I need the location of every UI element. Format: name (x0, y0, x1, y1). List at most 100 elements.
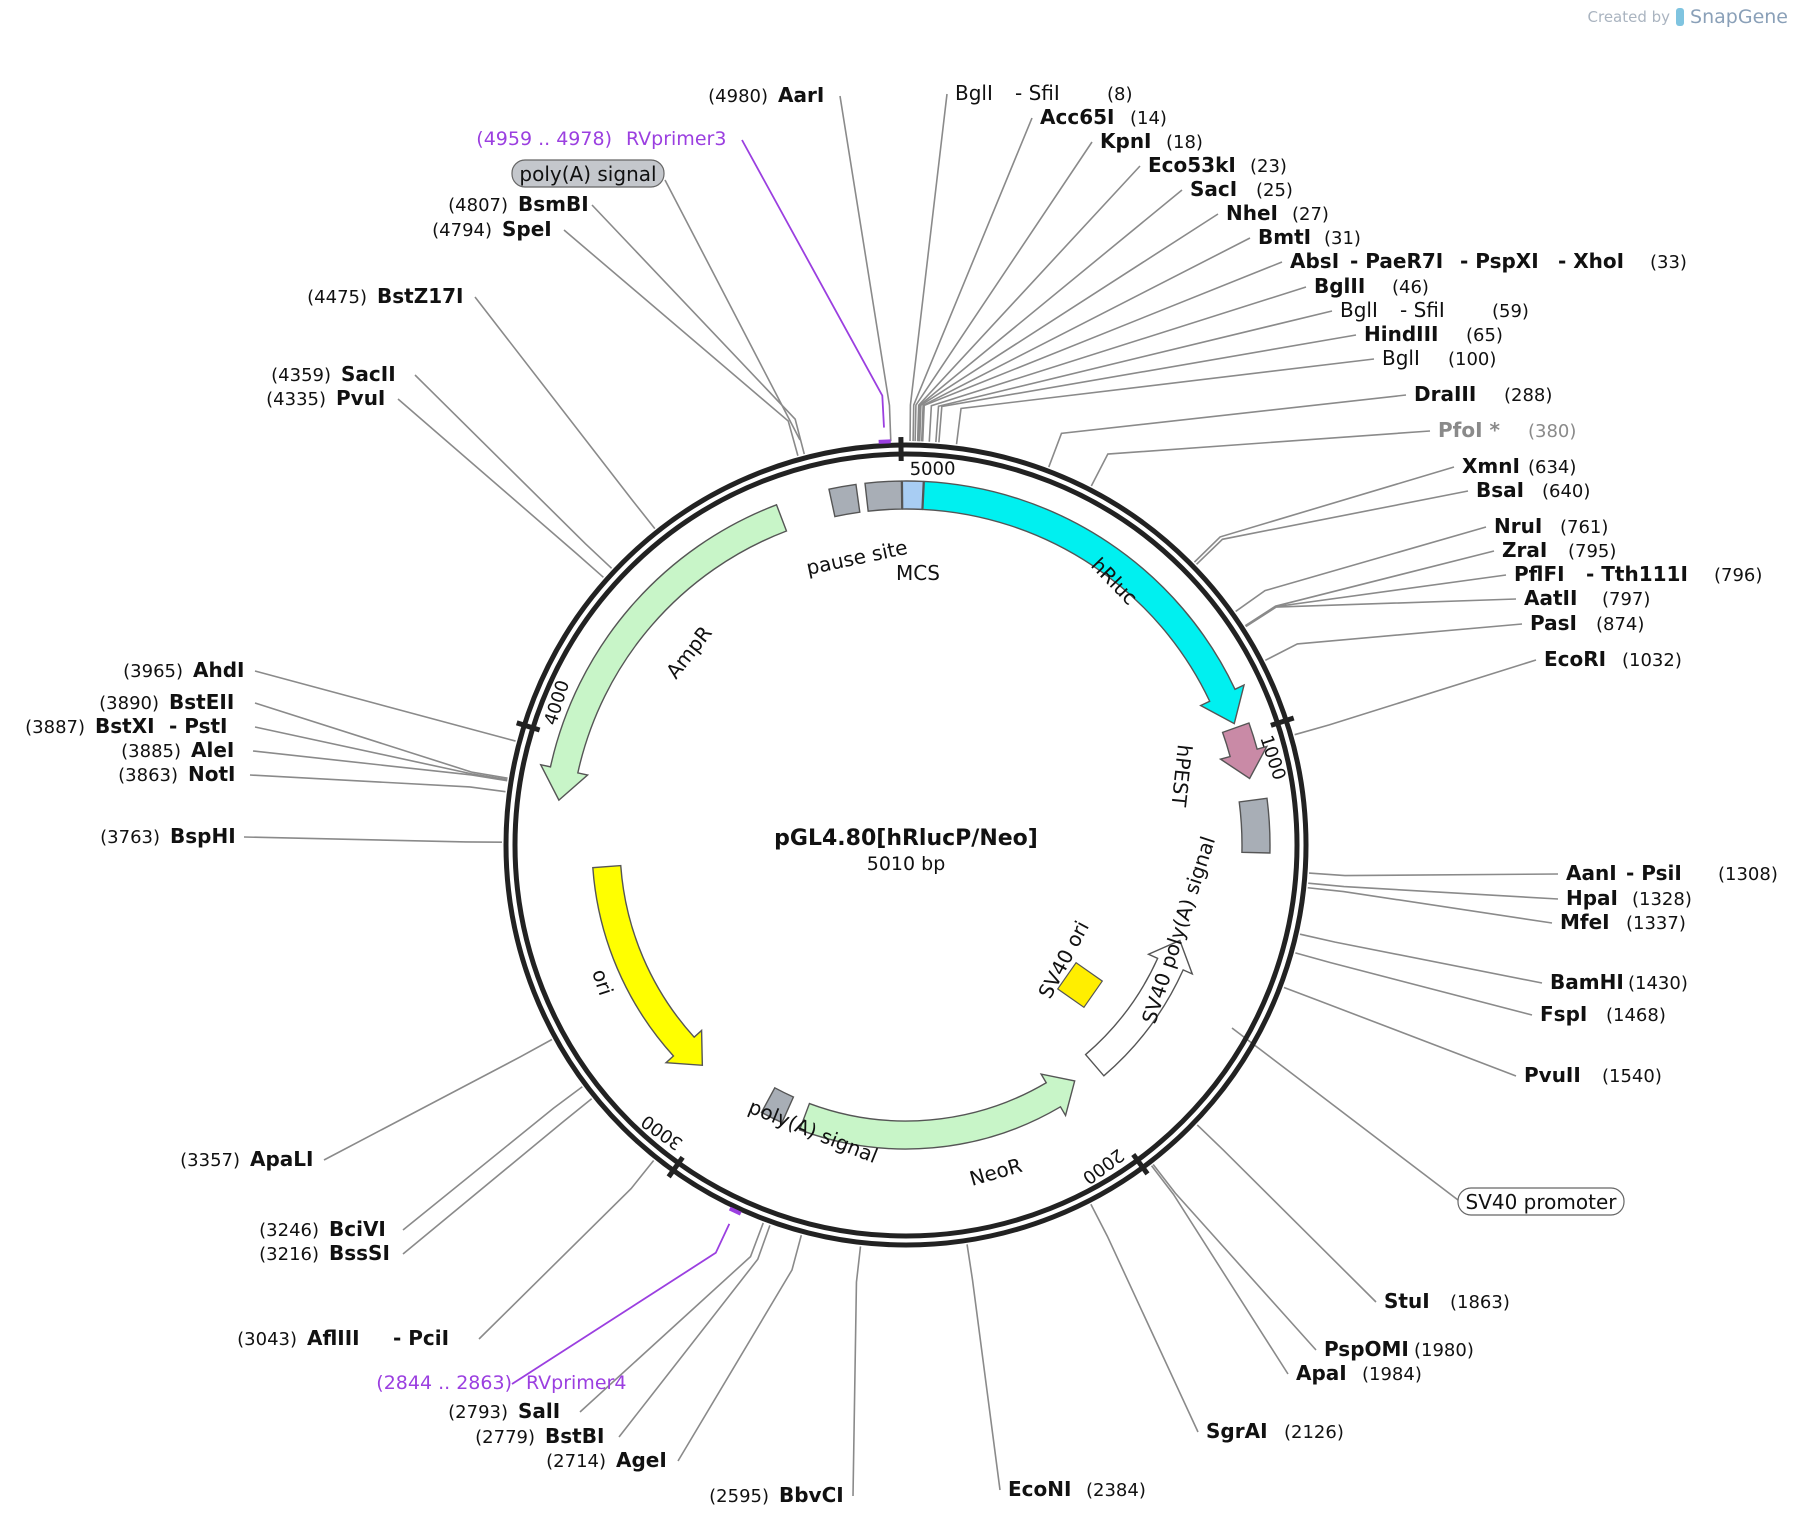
site-stui-1863[interactable]: StuI(1863) (1384, 1289, 1510, 1313)
site-link-line (1308, 872, 1559, 877)
site-kpni-18[interactable]: KpnI(18) (1100, 129, 1203, 153)
sv40-ori-feature[interactable]: SV40 ori (1033, 917, 1104, 1009)
site-name: SpeI (502, 217, 552, 241)
site-pflfi-796[interactable]: PflFI- Tth111I(796) (1514, 562, 1762, 586)
site-absi-33[interactable]: AbsI- PaeR7I- PspXI- XhoI(33) (1290, 249, 1687, 273)
feature-neor[interactable] (798, 1073, 1076, 1150)
sv40-polya-label: SV40 poly(A) signal (1137, 833, 1220, 1026)
site-fspi-1468[interactable]: FspI(1468) (1540, 1002, 1666, 1026)
site-pos: (3887) (25, 717, 85, 738)
feature-mcs-box[interactable] (864, 480, 903, 512)
primer-rvprimer3[interactable]: (4959 .. 4978)RVprimer3 (476, 128, 891, 444)
site-hpai-1328[interactable]: HpaI(1328) (1566, 886, 1692, 910)
site-saci-25[interactable]: SacI(25) (1190, 177, 1293, 201)
polya-callout-box[interactable] (511, 159, 665, 188)
site-bsai-640[interactable]: BsaI(640) (1476, 478, 1590, 502)
site-link-line (1048, 394, 1407, 468)
sv40-promoter-callout-box[interactable] (1457, 1187, 1625, 1216)
site-name-extra: - Tth111I (1586, 562, 1688, 586)
site-bgli-8[interactable]: BglI- SfiI(8) (955, 81, 1133, 105)
site-bbvci-2595[interactable]: (2595)BbvCI (709, 1483, 844, 1507)
site-ecori-1032[interactable]: EcoRI(1032) (1544, 647, 1682, 671)
site-eco53ki-23[interactable]: Eco53kI(23) (1148, 153, 1287, 177)
site-apali-3357[interactable]: (3357)ApaLI (180, 1147, 313, 1171)
feature-mcs[interactable] (901, 480, 925, 511)
primer-link-line (511, 1223, 731, 1385)
site-aari-4980[interactable]: (4980)AarI (708, 83, 824, 107)
sv40-promoter-callout[interactable]: SV40 promoter (1457, 1187, 1625, 1216)
site-link-line (254, 702, 508, 779)
site-aani-1308[interactable]: AanI- PsiI(1308) (1566, 861, 1778, 885)
site-pos: (1540) (1602, 1066, 1662, 1087)
feature-pause-site[interactable] (828, 483, 861, 518)
site-sali-2793[interactable]: (2793)SalI (448, 1399, 560, 1423)
site-pasi-874[interactable]: PasI(874) (1530, 611, 1644, 635)
feature-ori[interactable] (592, 864, 704, 1067)
site-econi-2384[interactable]: EcoNI(2384) (1008, 1477, 1146, 1501)
sv40-ori-box[interactable] (1056, 961, 1104, 1009)
feature-hpest[interactable] (1218, 722, 1269, 780)
site-bstbi-2779[interactable]: (2779)BstBI (475, 1424, 604, 1448)
feature-poly-a-signal[interactable] (760, 1086, 795, 1124)
site-mfei-1337[interactable]: MfeI(1337) (1560, 910, 1686, 934)
site-link-line (955, 358, 1375, 445)
site-link-line (1090, 430, 1431, 487)
site-bsteii-3890[interactable]: (3890)BstEII (99, 690, 234, 714)
polya-signal-callout[interactable]: poly(A) signal (511, 159, 665, 188)
site-name: PfoI * (1438, 418, 1501, 442)
site-acc65i-14[interactable]: Acc65I(14) (1040, 105, 1167, 129)
site-pos: (4475) (307, 287, 367, 308)
site-afliii-3043[interactable]: (3043)AflIII- PciI (237, 1326, 449, 1350)
site-pos: (3043) (237, 1329, 297, 1350)
site-alei-3885[interactable]: (3885)AleI (121, 738, 234, 762)
site-noti-3863[interactable]: (3863)NotI (118, 762, 235, 786)
site-name: AatII (1524, 586, 1577, 610)
primer-rvprimer4[interactable]: (2844 .. 2863)RVprimer4 (376, 1206, 742, 1394)
site-zrai-795[interactable]: ZraI(795) (1502, 538, 1616, 562)
site-sgrai-2126[interactable]: SgrAI(2126) (1206, 1419, 1344, 1443)
site-link-line (579, 1222, 764, 1413)
site-nrui-761[interactable]: NruI(761) (1494, 514, 1608, 538)
site-pos: (1980) (1414, 1340, 1474, 1361)
site-nhei-27[interactable]: NheI(27) (1226, 201, 1329, 225)
site-bmti-31[interactable]: BmtI(31) (1258, 225, 1361, 249)
site-pos: (4359) (271, 365, 331, 386)
site-bsphi-3763[interactable]: (3763)BspHI (100, 824, 236, 848)
tick-mark-2000 (1131, 1153, 1150, 1176)
site-pos: (1337) (1626, 913, 1686, 934)
site-pfoi-380[interactable]: PfoI *(380) (1438, 418, 1576, 442)
site-bamhi-1430[interactable]: BamHI(1430) (1550, 970, 1688, 994)
site-pos: (8) (1107, 84, 1133, 105)
feature-sv40-poly-a-signal-arrow[interactable] (1084, 939, 1194, 1077)
site-hindiii-65[interactable]: HindIII(65) (1364, 322, 1503, 346)
site-agei-2714[interactable]: (2714)AgeI (546, 1448, 667, 1472)
site-pos: (874) (1596, 614, 1644, 635)
site-aatii-797[interactable]: AatII(797) (1524, 586, 1650, 610)
site-pos: (3357) (180, 1150, 240, 1171)
site-draiii-288[interactable]: DraIII(288) (1414, 382, 1552, 406)
feature-ampr[interactable] (539, 503, 788, 802)
site-pspomi-1980[interactable]: PspOMI(1980) (1324, 1337, 1474, 1361)
feature-sv40-poly-a-signal[interactable] (1238, 797, 1271, 854)
site-bgli-100[interactable]: BglI(100) (1382, 346, 1496, 370)
site-bgli-59[interactable]: BglI- SfiI(59) (1340, 298, 1529, 322)
site-sacii-4359[interactable]: (4359)SacII (271, 362, 396, 386)
site-pos: (33) (1650, 252, 1687, 273)
site-name-extra: - SfiI (1400, 298, 1445, 322)
site-xmni-634[interactable]: XmnI(634) (1462, 454, 1576, 478)
site-pvuii-1540[interactable]: PvuII(1540) (1524, 1063, 1662, 1087)
site-bcivi-3246[interactable]: (3246)BciVI (259, 1217, 386, 1241)
site-pvui-4335[interactable]: (4335)PvuI (266, 386, 385, 410)
site-link-line (1195, 490, 1469, 565)
site-ahdi-3965[interactable]: (3965)AhdI (123, 658, 244, 682)
site-spei-4794[interactable]: (4794)SpeI (432, 217, 552, 241)
feature-hrluc[interactable] (922, 480, 1246, 725)
tick-mark-4000 (515, 720, 541, 733)
site-link-lines (243, 93, 1559, 1497)
site-bstxi-3887[interactable]: (3887)BstXI- PstI (25, 714, 227, 738)
site-bglii-46[interactable]: BglII(46) (1314, 274, 1429, 298)
site-apai-1984[interactable]: ApaI(1984) (1296, 1361, 1422, 1385)
site-bsmbi-4807[interactable]: (4807)BsmBI (448, 192, 589, 216)
site-bsssi-3216[interactable]: (3216)BssSI (259, 1241, 390, 1265)
site-bstz17i-4475[interactable]: (4475)BstZ17I (307, 284, 463, 308)
